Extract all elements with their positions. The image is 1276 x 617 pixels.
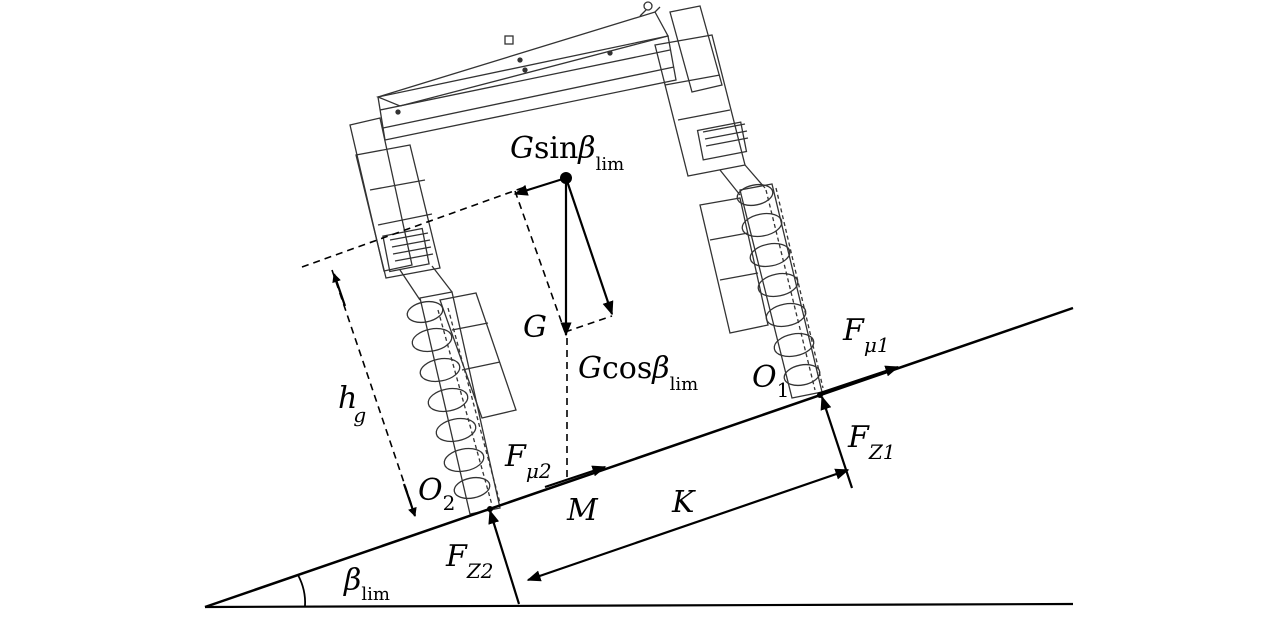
k-dimension-arrow bbox=[526, 468, 850, 582]
label-f-mu1: Fμ1 bbox=[842, 313, 890, 357]
contact-point-o2 bbox=[487, 506, 493, 512]
right-column bbox=[669, 5, 723, 93]
label-m: M bbox=[566, 493, 599, 528]
arrows bbox=[332, 176, 900, 605]
label-o2: O2 bbox=[418, 473, 455, 515]
label-k: K bbox=[671, 485, 696, 520]
left-track-links bbox=[406, 300, 491, 500]
labels: Gsinβlim G Gcosβlim hg O1 O2 Fμ1 Fμ2 FZ1… bbox=[338, 131, 895, 605]
f-mu2-arrow bbox=[544, 465, 607, 489]
frame-beam bbox=[377, 35, 677, 141]
right-track-links bbox=[736, 183, 821, 387]
hg-dimension-line bbox=[331, 269, 417, 519]
construction-lines bbox=[301, 186, 613, 519]
cg-height-ref-line bbox=[301, 186, 526, 268]
center-of-gravity-dot bbox=[560, 172, 572, 184]
ground bbox=[204, 306, 1074, 609]
label-f-z1: FZ1 bbox=[847, 420, 895, 464]
label-f-mu2: Fμ2 bbox=[504, 439, 552, 483]
angle-arc bbox=[297, 574, 307, 607]
force-box-bottom bbox=[564, 315, 613, 333]
right-leg-housing bbox=[699, 197, 769, 334]
hg-arrow-top bbox=[332, 273, 347, 307]
label-h-g: hg bbox=[338, 381, 366, 427]
f-mu1-arrow bbox=[819, 365, 900, 395]
label-o1: O1 bbox=[752, 360, 789, 402]
g-cos-arrow bbox=[564, 177, 614, 316]
robot-drawing bbox=[349, 1, 824, 515]
left-column bbox=[349, 117, 413, 272]
contact-point-o1 bbox=[817, 392, 823, 398]
slope-line bbox=[204, 306, 1074, 609]
horizontal-ground-line bbox=[204, 602, 1074, 609]
label-g-sin-beta-lim: Gsinβlim bbox=[510, 131, 624, 175]
label-f-z2: FZ2 bbox=[445, 539, 493, 583]
hg-arrow-bottom bbox=[402, 483, 417, 517]
f-z2-arrow bbox=[488, 509, 521, 605]
label-beta-lim: βlim bbox=[343, 563, 390, 605]
label-g-cos-beta-lim: Gcosβlim bbox=[578, 351, 698, 395]
g-sin-arrow bbox=[513, 176, 567, 196]
label-g: G bbox=[523, 310, 547, 345]
force-box-left bbox=[514, 190, 566, 333]
left-leg-housing bbox=[439, 292, 517, 419]
